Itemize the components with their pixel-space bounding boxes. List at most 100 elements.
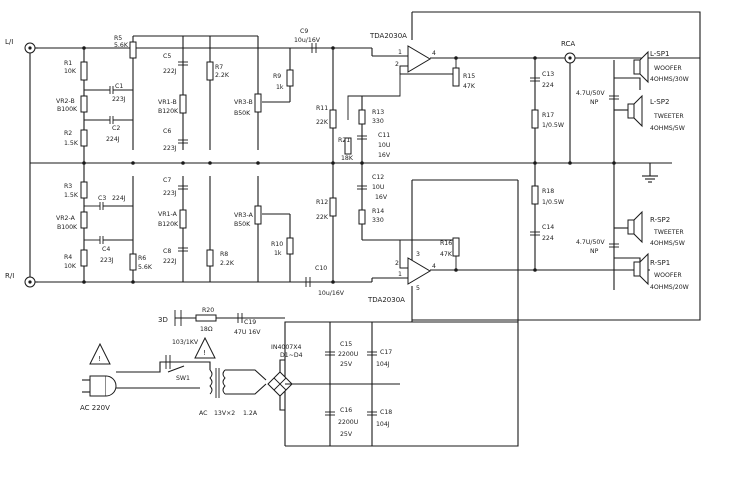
cap103-label: 103/1KV xyxy=(172,339,199,346)
lsp1-label: L-SP1 xyxy=(650,50,669,58)
c17-label: C17 xyxy=(380,349,392,356)
c4-value: 223J xyxy=(100,257,114,264)
rsp2-rating: 4OHMS/5W xyxy=(650,240,685,247)
c3-value: 224J xyxy=(112,195,126,202)
r3-label: R3 xyxy=(64,183,72,190)
c16-volt: 25V xyxy=(340,431,353,438)
c1-value: 223J xyxy=(112,96,126,103)
r14-value: 330 xyxy=(372,217,384,224)
vr1a-value: B120K xyxy=(158,221,179,228)
r11-label: R11 xyxy=(316,105,328,112)
vr3b-label: VR3-B xyxy=(234,99,253,106)
c11-volt: 16V xyxy=(378,152,391,159)
c3-label: C3 xyxy=(98,195,106,202)
bridge-id: D1~D4 xyxy=(280,352,303,359)
r18-label: R18 xyxy=(542,188,554,195)
sec-volt-label: 13V×2 xyxy=(214,410,235,417)
c14-value: 224 xyxy=(542,235,554,242)
xover-top-cap: 4.7U/50V xyxy=(576,90,605,97)
vr2b-label: VR2-B xyxy=(56,98,75,105)
r21-label: R21 xyxy=(338,137,350,144)
amp-bottom-pin5: 5 xyxy=(416,285,420,292)
led-label: 3D xyxy=(158,316,168,324)
c15-value: 2200U xyxy=(338,351,358,358)
amp-bottom-pin1: 1 xyxy=(398,271,402,278)
warning-icon-2: ! xyxy=(203,349,206,357)
junction-dots xyxy=(82,46,616,284)
c10-label: C10 xyxy=(315,265,327,272)
lsp2-label: L-SP2 xyxy=(650,98,669,106)
r9-value: 1k xyxy=(276,84,284,91)
vr1a-label: VR1-A xyxy=(158,211,178,218)
vr1b-value: B120K xyxy=(158,108,179,115)
c19-value: 47U 16V xyxy=(234,329,261,336)
r18-value: 1/0.5W xyxy=(542,199,564,206)
c6-value: 223J xyxy=(163,145,177,152)
vr1b-label: VR1-B xyxy=(158,99,177,106)
c13-label: C13 xyxy=(542,71,554,78)
r21-value: 18K xyxy=(341,155,354,162)
bottom-tone-network: R3 1.5K VR2-A B100K R4 10K C3 224J C4 22… xyxy=(56,177,345,297)
amp-top-pin2: 2 xyxy=(395,61,399,68)
vr3a-label: VR3-A xyxy=(234,212,254,219)
c18-label: C18 xyxy=(380,409,392,416)
amp-bottom: TDA2030A 1 2 4 5 3 xyxy=(367,251,436,304)
top-tone-network: R1 10K VR2-B B100K R2 1.5K C1 223J C2 22… xyxy=(56,28,321,152)
input-right-label: R/I xyxy=(5,272,14,280)
amp-top-pin4: 4 xyxy=(432,50,436,57)
r7-value: 2.2K xyxy=(215,72,230,79)
c5-label: C5 xyxy=(163,53,171,60)
c12-volt: 16V xyxy=(375,194,388,201)
c10-value: 10u/16V xyxy=(318,290,345,297)
r4-label: R4 xyxy=(64,254,72,261)
r2-value: 1.5K xyxy=(64,140,79,147)
speaker-rsp2: R-SP2 TWEETER 4OHMS/5W xyxy=(627,210,685,247)
r6-value: 5.6K xyxy=(138,264,153,271)
speaker-lsp2: L-SP2 TWEETER 4OHMS/5W xyxy=(627,94,685,132)
sw1-label: SW1 xyxy=(176,375,190,382)
c8-value: 222J xyxy=(163,258,177,265)
c17-value: 104J xyxy=(376,361,390,368)
r12-value: 22K xyxy=(316,214,329,221)
ac-sec-label: AC xyxy=(199,410,207,417)
lsp1-type: WOOFER xyxy=(654,65,682,72)
c4-label: C4 xyxy=(102,246,110,253)
bridge-part: IN4007X4 xyxy=(271,344,301,351)
c9-value: 10u/16V xyxy=(294,37,321,44)
c2-label: C2 xyxy=(112,125,120,132)
warning-icon-1: ! xyxy=(98,355,101,363)
r9-label: R9 xyxy=(273,73,281,80)
amp-top-pin1: 1 xyxy=(398,49,402,56)
c2-value: 224J xyxy=(106,136,120,143)
r15-value: 47K xyxy=(463,83,476,90)
r16-label: R16 xyxy=(440,240,452,247)
vr2a-label: VR2-A xyxy=(56,215,76,222)
r20-label: R20 xyxy=(202,307,214,314)
amp-bottom-pin2: 2 xyxy=(395,260,399,267)
r12-label: R12 xyxy=(316,199,328,206)
main-wires xyxy=(30,11,701,447)
c7-value: 223J xyxy=(163,190,177,197)
lsp1-rating: 4OHMS/30W xyxy=(650,76,689,83)
r3-value: 1.5K xyxy=(64,192,79,199)
output-stage: RCA C13 224 R17 1/0.5W R18 1/0.5W C14 22… xyxy=(530,40,658,242)
r6-label: R6 xyxy=(138,255,146,262)
speaker-rsp1: R-SP1 WOOFER 4OHMS/20W xyxy=(633,252,689,291)
ac-in-label: AC 220V xyxy=(80,404,110,412)
input-jack-left: L/I xyxy=(5,38,38,54)
xover-bottom-np: NP xyxy=(590,248,599,255)
r1-label: R1 xyxy=(64,60,72,67)
c12-value: 10U xyxy=(372,184,384,191)
rca-label: RCA xyxy=(561,40,575,48)
rsp1-rating: 4OHMS/20W xyxy=(650,284,689,291)
r7-label: R7 xyxy=(215,64,223,71)
r5-label: R5 xyxy=(114,35,122,42)
r13-value: 330 xyxy=(372,118,384,125)
xover-bottom-cap: 4.7U/50V xyxy=(576,239,605,246)
xover-top-np: NP xyxy=(590,99,599,106)
rsp2-type: TWEETER xyxy=(653,229,684,236)
c18-value: 104J xyxy=(376,421,390,428)
rsp1-label: R-SP1 xyxy=(650,259,670,267)
c15-volt: 25V xyxy=(340,361,353,368)
amp-bottom-pin4: 4 xyxy=(432,263,436,270)
